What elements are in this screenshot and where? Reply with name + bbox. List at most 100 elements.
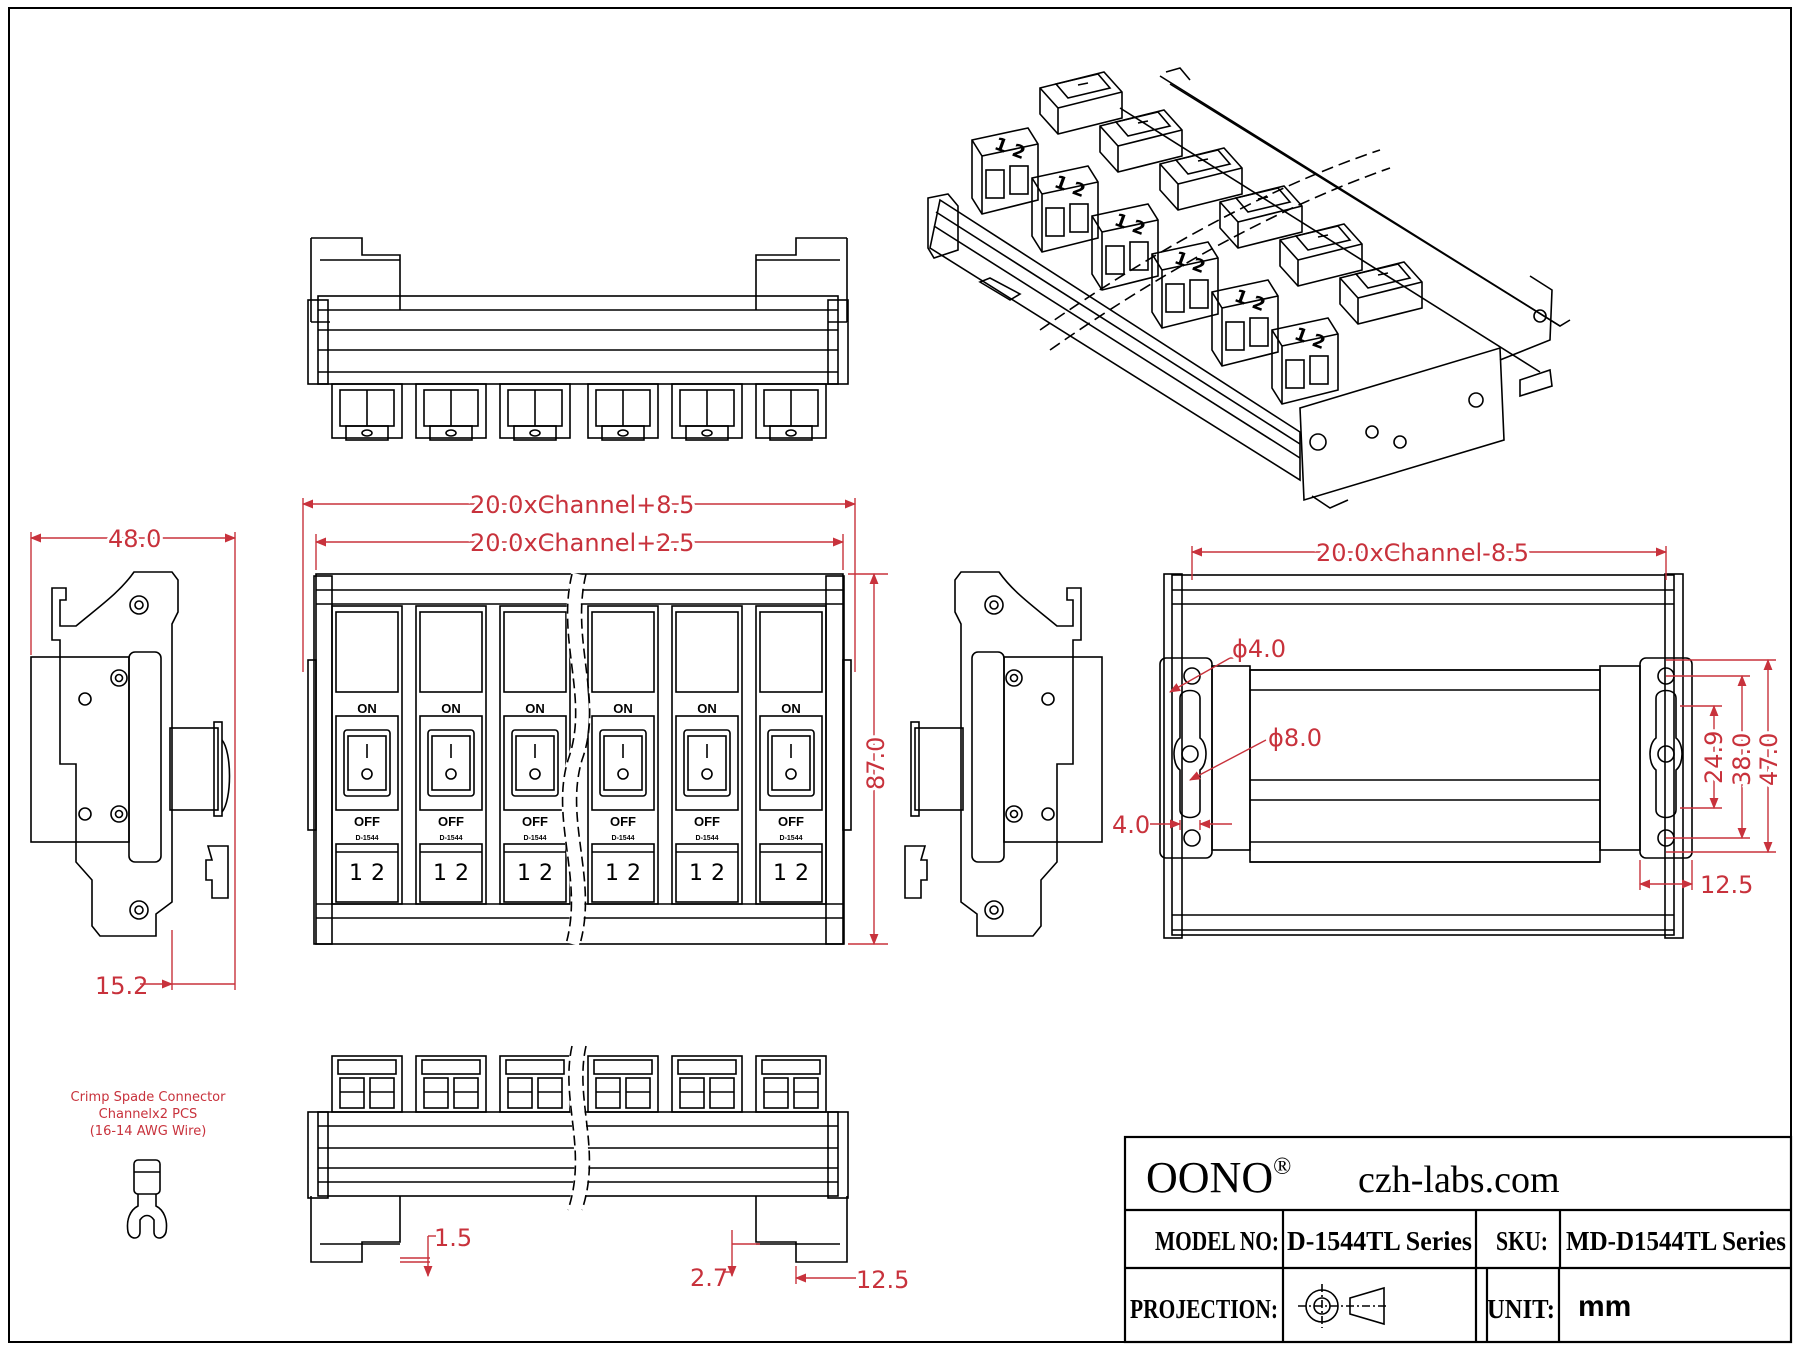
iso-module: 1 2 xyxy=(1091,147,1243,291)
top-module xyxy=(331,383,403,441)
top-module xyxy=(755,383,827,441)
top-module xyxy=(415,383,487,441)
iso-terminal-label: 1 2 xyxy=(1052,172,1089,202)
terminal-2-label: 2 xyxy=(627,861,641,886)
rocker-switch[interactable] xyxy=(343,729,391,797)
dim-side-width: 48.0 xyxy=(108,525,161,553)
dim-slot: 24.9 xyxy=(1700,731,1728,784)
part-number-label: D-1544 xyxy=(696,835,719,842)
iso-terminal-label: 1 2 xyxy=(1112,210,1149,240)
iso-module: 1 2 xyxy=(1151,185,1303,329)
dim-inner-width: 20.0xChannel+2.5 xyxy=(470,529,694,557)
iso-terminal-label: 1 2 xyxy=(1172,248,1209,278)
model-value: D-1544TL Series xyxy=(1287,1226,1472,1256)
note-line-3: (16-14 AWG Wire) xyxy=(90,1124,207,1139)
switch-on-label: ON xyxy=(441,701,461,716)
back-view xyxy=(1159,573,1693,939)
terminal-1-label: 1 xyxy=(433,861,447,886)
switch-on-label: ON xyxy=(357,701,377,716)
switch-on-label: ON xyxy=(781,701,801,716)
top-view xyxy=(307,237,849,441)
switch-off-label: OFF xyxy=(522,814,548,829)
dimension-labels: 20.0xChannel+8.5 20.0xChannel+2.5 87.0 4… xyxy=(95,488,1786,1294)
iso-terminal-label: 1 2 xyxy=(992,134,1029,164)
part-number-label: D-1544 xyxy=(524,835,547,842)
top-module xyxy=(587,383,659,441)
right-side-view xyxy=(904,571,1103,937)
dim-side-offset: 15.2 xyxy=(95,972,148,1000)
terminal-2-label: 2 xyxy=(455,861,469,886)
rocker-switch[interactable] xyxy=(767,729,815,797)
website-text: czh-labs.com xyxy=(1358,1159,1560,1201)
sheet-border xyxy=(8,7,1792,1343)
sku-label: SKU: xyxy=(1496,1226,1548,1256)
terminal-2-label: 2 xyxy=(795,861,809,886)
projection-label: PROJECTION: xyxy=(1130,1294,1278,1324)
bottom-module xyxy=(331,1055,403,1113)
dim-pitch: 38.0 xyxy=(1728,733,1756,786)
switch-off-label: OFF xyxy=(354,814,380,829)
note-line-1: Crimp Spade Connector xyxy=(71,1090,227,1105)
bottom-module xyxy=(755,1055,827,1113)
part-number-label: D-1544 xyxy=(356,835,379,842)
left-side-view xyxy=(30,571,231,937)
terminal-2-label: 2 xyxy=(539,861,553,886)
model-label: MODEL NO: xyxy=(1155,1226,1279,1256)
rocker-switch[interactable] xyxy=(599,729,647,797)
terminal-1-label: 1 xyxy=(349,861,363,886)
first-angle-projection-icon xyxy=(1298,1284,1388,1328)
brand-logo: OONO® xyxy=(1146,1153,1291,1202)
bottom-module xyxy=(499,1055,571,1113)
terminal-2-label: 2 xyxy=(711,861,725,886)
title-block: OONO® czh-labs.com MODEL NO: D-1544TL Se… xyxy=(1123,1135,1793,1344)
dim-bracket-offset: 12.5 xyxy=(1700,871,1753,899)
unit-label: UNIT: xyxy=(1487,1294,1555,1324)
bottom-module xyxy=(671,1055,743,1113)
dim-edge: 4.0 xyxy=(1112,811,1150,839)
switch-on-label: ON xyxy=(697,701,717,716)
switch-on-label: ON xyxy=(613,701,633,716)
terminal-1-label: 1 xyxy=(517,861,531,886)
dim-overall-width: 20.0xChannel+8.5 xyxy=(470,491,694,519)
switch-off-label: OFF xyxy=(778,814,804,829)
dim-bottom-b: 2.7 xyxy=(690,1264,728,1292)
part-number-label: D-1544 xyxy=(612,835,635,842)
dim-bottom-c: 12.5 xyxy=(856,1266,909,1294)
terminal-1-label: 1 xyxy=(689,861,703,886)
rocker-switch[interactable] xyxy=(511,729,559,797)
terminal-2-label: 2 xyxy=(371,861,385,886)
switch-on-label: ON xyxy=(525,701,545,716)
bottom-module xyxy=(587,1055,659,1113)
rocker-switch[interactable] xyxy=(427,729,475,797)
dim-hole-small: ϕ4.0 xyxy=(1232,635,1286,663)
part-number-label: D-1544 xyxy=(780,835,803,842)
isometric-view: 1 21 21 21 21 21 2 xyxy=(927,67,1571,509)
bottom-view xyxy=(307,1044,849,1263)
dim-bottom-a: 1.5 xyxy=(434,1224,472,1252)
dim-height: 87.0 xyxy=(862,737,890,790)
crimp-connector-note: Crimp Spade Connector Channelx2 PCS (16-… xyxy=(71,1090,227,1239)
bottom-module xyxy=(415,1055,487,1113)
iso-terminal-label: 1 2 xyxy=(1292,324,1329,354)
spade-connector-icon xyxy=(126,1159,168,1239)
dim-back-length: 20.0xChannel-8.5 xyxy=(1316,539,1529,567)
switch-off-label: OFF xyxy=(438,814,464,829)
top-module xyxy=(499,383,571,441)
terminal-1-label: 1 xyxy=(605,861,619,886)
note-line-2: Channelx2 PCS xyxy=(99,1107,198,1122)
part-number-label: D-1544 xyxy=(440,835,463,842)
rocker-switch[interactable] xyxy=(683,729,731,797)
terminal-1-label: 1 xyxy=(773,861,787,886)
dimension-layer xyxy=(29,498,1776,1284)
dim-bracket: 47.0 xyxy=(1755,733,1783,786)
dim-hole-large: ϕ8.0 xyxy=(1268,724,1322,752)
sku-value: MD-D1544TL Series xyxy=(1566,1226,1786,1256)
top-module xyxy=(671,383,743,441)
